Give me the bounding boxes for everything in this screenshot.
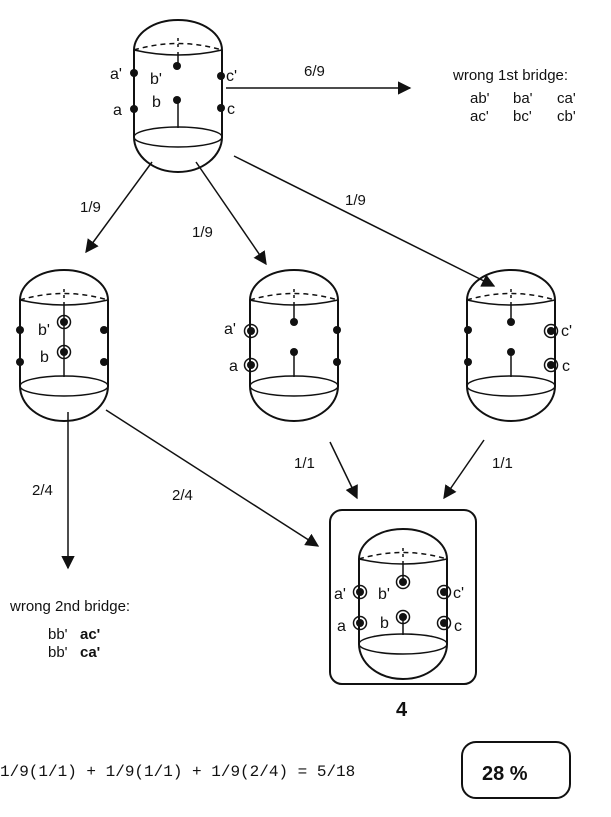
- arrow-middle-to-final: [330, 442, 357, 498]
- point-a-prime: a': [224, 321, 236, 338]
- capsule-final: a' b' c' a b c: [330, 510, 476, 684]
- arrow-top-to-right: [234, 156, 494, 286]
- point-c: c: [227, 101, 235, 118]
- point-b-prime: b': [150, 71, 162, 88]
- capsule-top: a' b' c' a b c: [110, 20, 237, 172]
- point-c-prime: c': [453, 585, 464, 602]
- wrong-first-item: cb': [557, 108, 576, 125]
- wrong-first-item: ac': [470, 108, 489, 125]
- capsule-right: c' c: [464, 270, 572, 421]
- wrong-first-item: bc': [513, 108, 532, 125]
- wrong-second-bold: ac': [80, 626, 100, 643]
- point-c: c: [454, 618, 462, 635]
- wrong-second-title: wrong 2nd bridge:: [9, 598, 130, 615]
- point-b: b: [380, 615, 389, 632]
- wrong-second-prefix: bb': [48, 626, 68, 643]
- capsule-middle: a' a: [224, 270, 341, 421]
- edge-label-top-middle: 1/9: [192, 224, 213, 241]
- wrong-first-item: ab': [470, 90, 490, 107]
- wrong-second-bold: ca': [80, 644, 100, 661]
- wrong-second-prefix: bb': [48, 644, 68, 661]
- point-c-prime: c': [226, 68, 237, 85]
- edge-label-middle-final: 1/1: [294, 455, 315, 472]
- wrong-first-item: ca': [557, 90, 576, 107]
- point-c-prime: c': [561, 323, 572, 340]
- final-count: 4: [396, 699, 408, 721]
- point-b: b: [152, 94, 161, 111]
- arrow-left-to-final: [106, 410, 318, 546]
- point-a: a: [229, 358, 238, 375]
- point-a-prime: a': [334, 586, 346, 603]
- edge-label-top-left: 1/9: [80, 199, 101, 216]
- edge-label-top-wrong: 6/9: [304, 63, 325, 80]
- edge-label-top-right: 1/9: [345, 192, 366, 209]
- arrow-right-to-final: [444, 440, 484, 498]
- point-b-prime: b': [38, 322, 50, 339]
- result-percent: 28 %: [482, 763, 528, 785]
- point-a: a: [337, 618, 346, 635]
- edge-label-right-final: 1/1: [492, 455, 513, 472]
- wrong-first-title: wrong 1st bridge:: [452, 67, 568, 84]
- edge-label-left-final: 2/4: [172, 487, 193, 504]
- point-c: c: [562, 358, 570, 375]
- edge-label-left-wrong2: 2/4: [32, 482, 53, 499]
- arrow-top-to-middle: [196, 162, 266, 264]
- point-a: a: [113, 102, 122, 119]
- point-b: b: [40, 349, 49, 366]
- capsule-left: b' b: [16, 270, 108, 421]
- probability-equation: 1/9(1/1) + 1/9(1/1) + 1/9(2/4) = 5/18: [0, 763, 355, 781]
- point-b-prime: b': [378, 586, 390, 603]
- point-a-prime: a': [110, 66, 122, 83]
- wrong-second-bridge: wrong 2nd bridge: bb' ac' bb' ca': [9, 598, 130, 661]
- wrong-first-bridge: wrong 1st bridge: ab' ba' ca' ac' bc' cb…: [452, 67, 576, 125]
- wrong-first-item: ba': [513, 90, 533, 107]
